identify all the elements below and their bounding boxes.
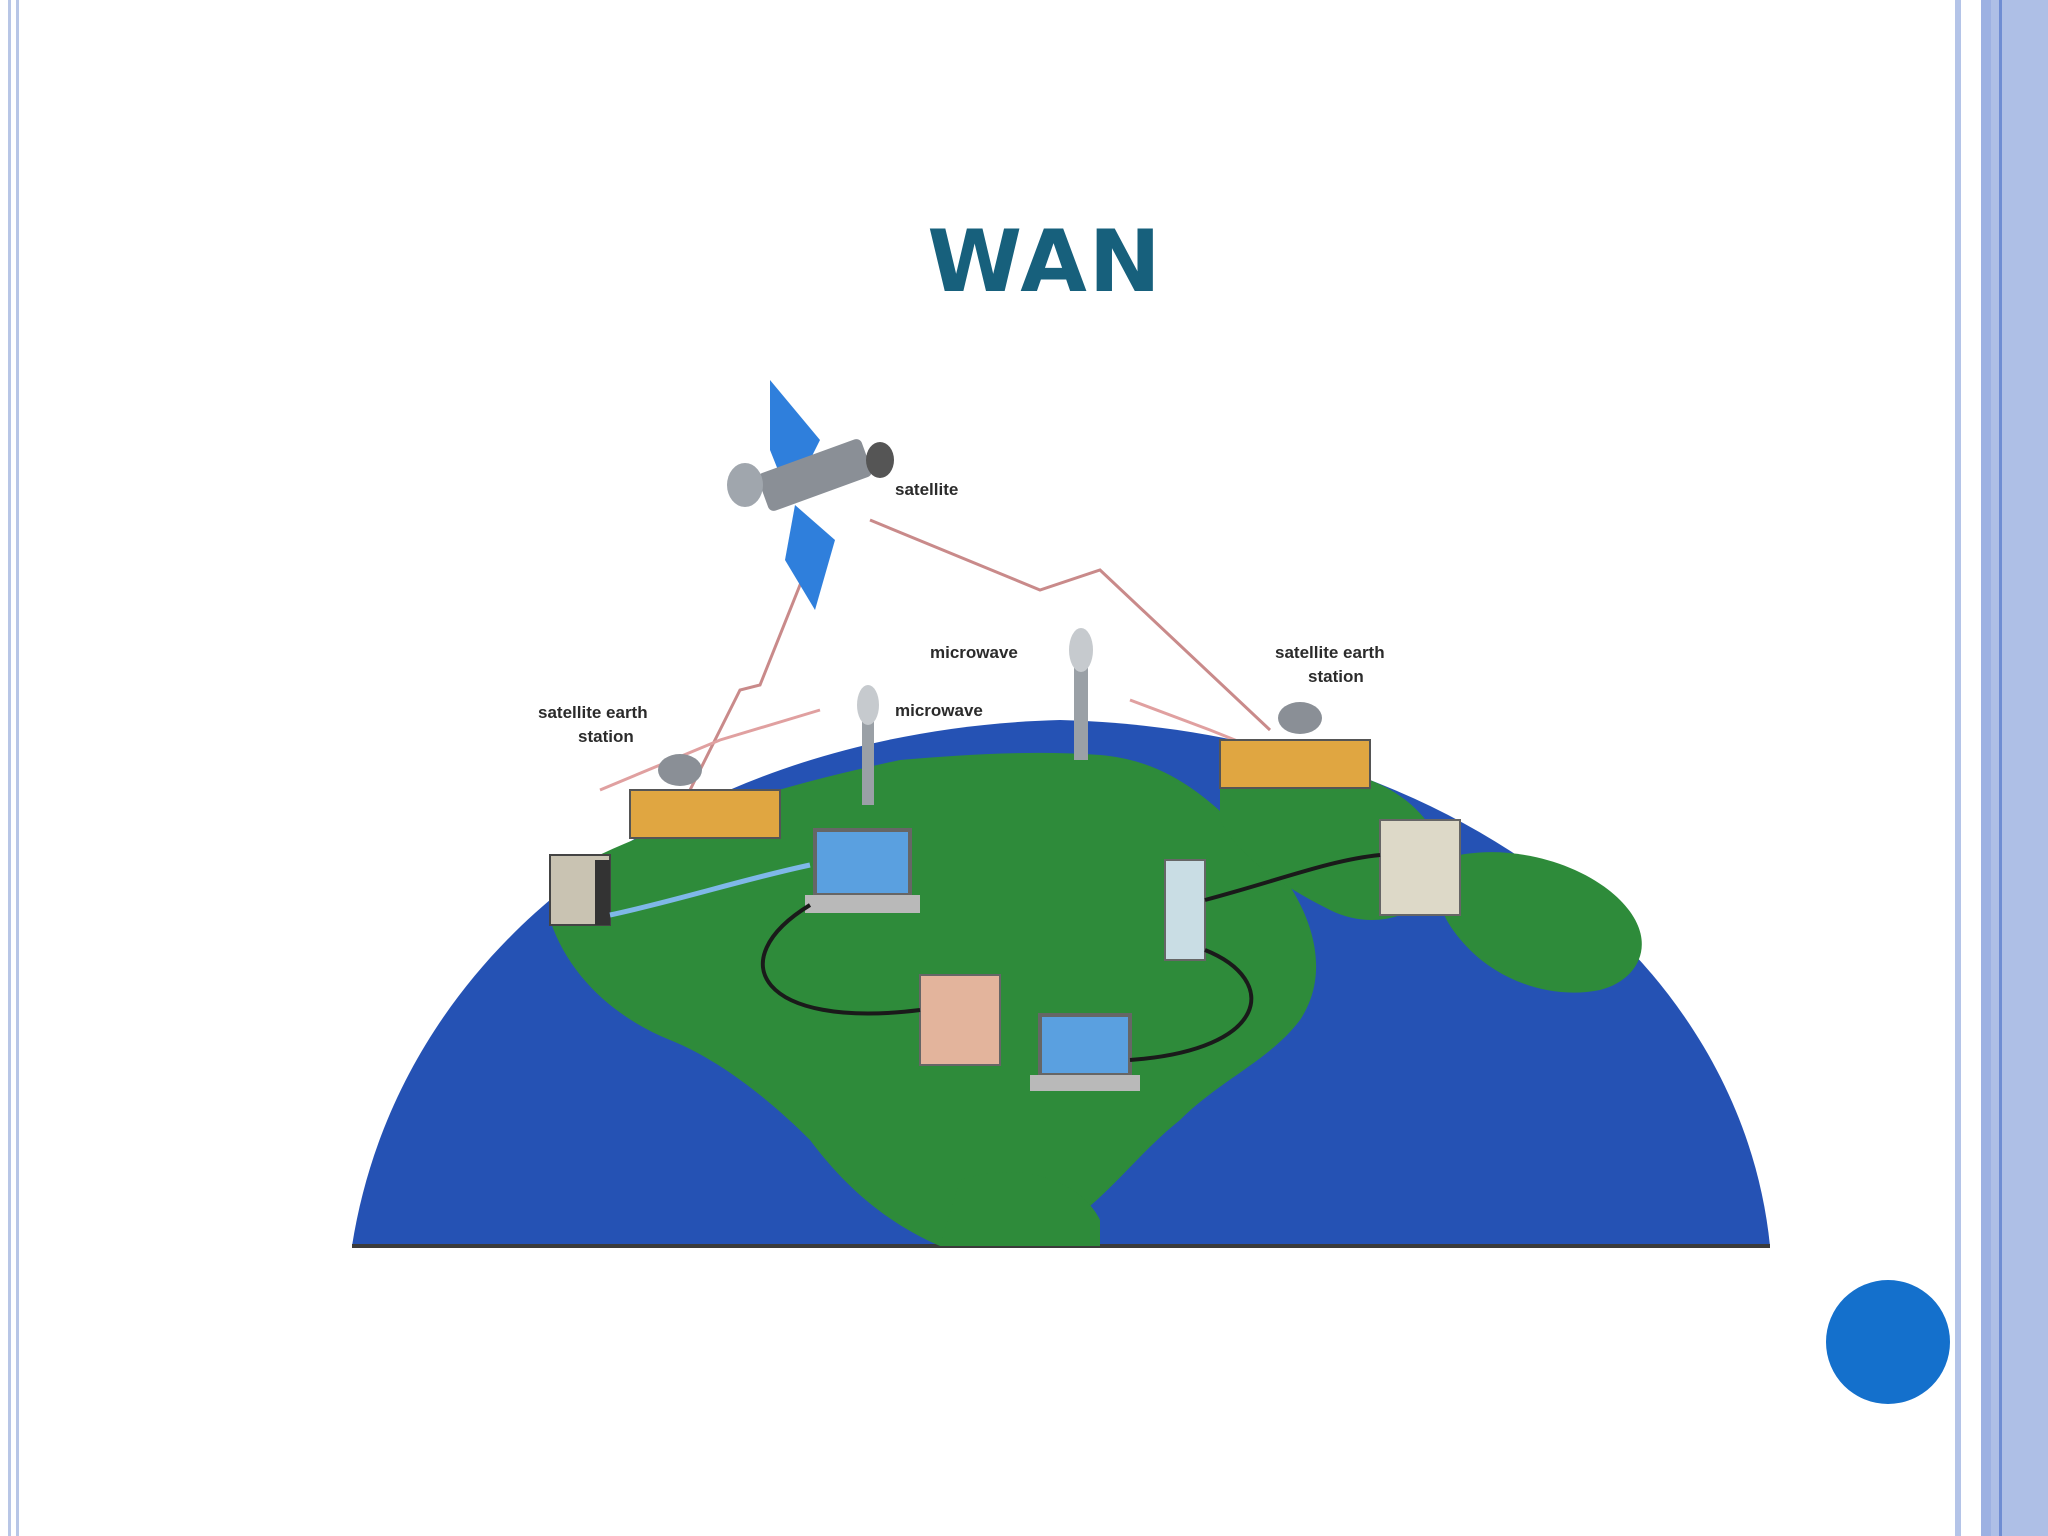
- accent-circle: [1826, 1280, 1950, 1404]
- earth-station-left-label: station: [578, 727, 634, 746]
- earth-station-left-label: satellite earth: [538, 703, 648, 722]
- microwave-link-left: [599, 708, 821, 792]
- microwave-tower-icon: [1069, 628, 1093, 760]
- frame-line: [1955, 0, 1961, 1536]
- frame-line: [16, 0, 19, 1536]
- host-computer-icon: [919, 974, 1001, 1066]
- satellite-icon: [727, 380, 894, 610]
- cable-link: [760, 903, 921, 1016]
- earth-station-right-label: satellite earth: [1275, 643, 1385, 662]
- frame-line: [1999, 0, 2002, 1536]
- land-europe: [1436, 852, 1642, 993]
- host-computer-icon: [549, 854, 611, 926]
- frame-line: [8, 0, 11, 1536]
- frame-band: [1981, 0, 1991, 1536]
- host-computer-icon: [1379, 819, 1461, 916]
- left-frame-border: [0, 0, 24, 1536]
- right-frame-border: [1955, 0, 2048, 1536]
- uplink-left: [668, 559, 812, 831]
- microwave-label-top: microwave: [930, 643, 1018, 662]
- frame-gap: [1967, 0, 1981, 1536]
- laptop-icon: [1030, 1013, 1140, 1091]
- uplink-right: [869, 518, 1272, 732]
- laptop-icon: [805, 828, 920, 913]
- cable-link: [1129, 948, 1254, 1062]
- land-south-america: [940, 1172, 1100, 1246]
- slide-title: WAN: [927, 212, 1163, 312]
- mainframe-icon: [1164, 859, 1206, 961]
- earth-station-right-label: station: [1308, 667, 1364, 686]
- satellite-label: satellite: [895, 480, 958, 499]
- microwave-label-mid: microwave: [895, 701, 983, 720]
- earth-station-right-icon: [1219, 702, 1371, 789]
- wan-diagram: satellite microwave microwave satellite …: [352, 380, 1770, 1248]
- cable-link: [1204, 853, 1381, 902]
- earth-station-left-icon: [629, 754, 781, 839]
- cable-link: [609, 862, 811, 918]
- microwave-tower-icon: [857, 685, 879, 805]
